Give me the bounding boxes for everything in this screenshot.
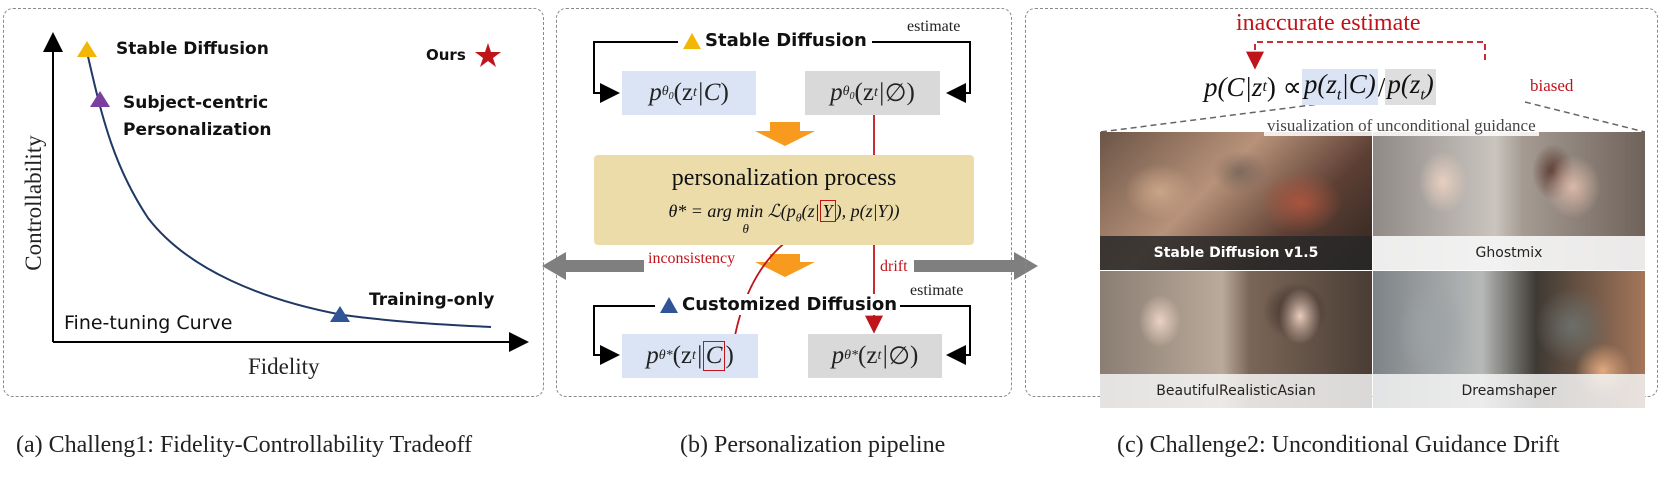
subject-centric-line1: Subject-centric [123, 93, 269, 113]
bottom-model-label: Customized Diffusion [682, 294, 898, 315]
tile-label-beautifulrealisticasian: BeautifulRealisticAsian [1100, 374, 1372, 408]
tile-label-stable-diffusion: Stable Diffusion v1.5 [1100, 236, 1372, 270]
top-right-loop [872, 41, 971, 103]
visualization-title: visualization of unconditional guidance [1264, 116, 1539, 136]
biased-label: biased [1530, 76, 1574, 95]
tile-stable-diffusion: Stable Diffusion v1.5 [1100, 132, 1372, 270]
subject-centric-line2: Personalization [123, 120, 272, 140]
subject-centric-label: Subject-centric Personalization [123, 90, 272, 144]
conditional-term: p(zt|C) [1301, 69, 1378, 105]
unconditional-term: p(zt) [1385, 69, 1436, 105]
bottom-right-loop [886, 305, 971, 365]
boxed-c: C [702, 341, 726, 371]
argmin-subscript: θ [742, 221, 749, 236]
caption-c: (c) Challenge2: Unconditional Guidance D… [1117, 432, 1560, 458]
top-left-loop [593, 41, 678, 103]
ours-label: Ours [426, 46, 466, 64]
tile-ghostmix: Ghostmix [1373, 132, 1645, 270]
ours-star-icon [475, 43, 501, 67]
guidance-image-grid: Stable Diffusion v1.5 Ghostmix Beautiful… [1100, 132, 1645, 408]
inconsistency-label: inconsistency [648, 250, 736, 267]
process-title: personalization process [671, 165, 897, 191]
bottom-estimate-label: estimate [910, 282, 964, 299]
personalization-process-box: personalization process θ* = arg min θ ℒ… [594, 155, 974, 245]
bottom-model-title: Customized Diffusion [657, 294, 901, 315]
caption-a: (a) Challeng1: Fidelity-Controllability … [16, 432, 473, 458]
orange-down-arrow-1 [755, 122, 815, 146]
top-model-label: Stable Diffusion [705, 30, 867, 51]
objective-formula: θ* = arg min θ ℒ(pθ(z|Y), p(z|Y)) [668, 200, 900, 236]
gray-left-arrow [542, 252, 644, 280]
panel-a-tradeoff [3, 8, 544, 397]
caption-b: (b) Personalization pipeline [680, 432, 946, 458]
training-only-label: Training-only [369, 290, 495, 310]
panel-a-plot [43, 32, 529, 352]
tradeoff-curve [86, 51, 492, 328]
tile-label-ghostmix: Ghostmix [1373, 236, 1645, 270]
stable-diffusion-triangle-icon [683, 32, 701, 49]
x-axis-label: Fidelity [248, 354, 320, 379]
zoom-line-right [1524, 101, 1646, 133]
tile-dreamshaper: Dreamshaper [1373, 271, 1645, 408]
inaccurate-bracket [1246, 41, 1486, 70]
tile-label-dreamshaper: Dreamshaper [1373, 374, 1645, 408]
top-estimate-label: estimate [907, 18, 961, 35]
top-model-title: Stable Diffusion [680, 30, 870, 51]
inaccurate-estimate-label: inaccurate estimate [1236, 10, 1421, 36]
panel-b-pipeline [556, 8, 1012, 397]
tile-beautifulrealisticasian: BeautifulRealisticAsian [1100, 271, 1372, 408]
boxed-y: Y [819, 200, 836, 222]
training-only-marker-icon [330, 306, 350, 322]
subject-centric-marker-icon [90, 91, 110, 107]
fine-tuning-curve-label: Fine-tuning Curve [64, 312, 233, 334]
stable-diffusion-label: Stable Diffusion [116, 39, 269, 59]
bottom-left-loop [593, 305, 655, 365]
stable-diffusion-marker-icon [77, 41, 97, 57]
customized-diffusion-triangle-icon [660, 296, 678, 313]
gray-right-arrow [914, 252, 1038, 280]
drift-label: drift [880, 258, 908, 275]
orange-down-arrow-2 [755, 254, 815, 277]
